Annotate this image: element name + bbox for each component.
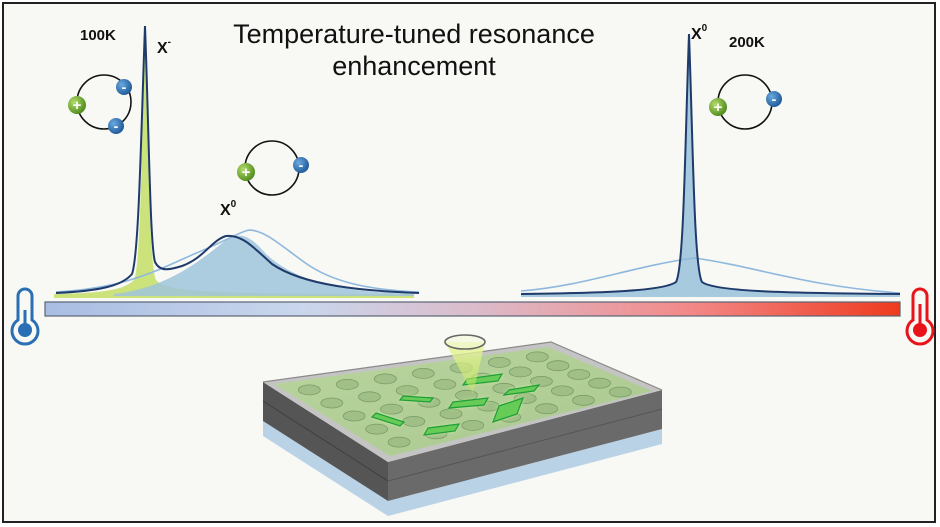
exciton-100k-diagram: + - <box>237 140 309 196</box>
hole-symbol: + <box>73 97 82 114</box>
trion-label-sup: - <box>167 37 172 48</box>
trion-label: X- <box>157 37 172 58</box>
total-200k-curve <box>520 33 901 295</box>
nanohole <box>508 366 532 378</box>
nanohole <box>395 385 419 397</box>
nanohole <box>439 408 463 420</box>
broad-reference-curve <box>55 229 420 293</box>
exciton-100k-fill <box>114 235 414 296</box>
flake <box>502 384 541 396</box>
nanohole <box>567 369 591 380</box>
exciton-200k-label-sup: 0 <box>701 23 708 34</box>
nanohole <box>373 373 397 385</box>
hole-particle <box>709 98 727 116</box>
nanohole <box>320 397 344 409</box>
nanohole <box>358 391 381 403</box>
exciton-200k-label-base: X <box>691 26 702 43</box>
electron-particle <box>293 157 309 173</box>
nanohole <box>551 385 574 397</box>
electron-symbol: - <box>772 91 777 107</box>
spectrum-200k <box>520 33 901 297</box>
hole-symbol: + <box>242 164 251 181</box>
figure-title: Temperature-tuned resonance enhancement <box>204 18 624 82</box>
broad-200k-curve <box>520 257 901 294</box>
metasurface-device <box>262 334 663 516</box>
nanohole <box>525 351 549 363</box>
flake <box>491 397 525 423</box>
electron-particle <box>116 79 132 95</box>
nanohole <box>380 403 404 415</box>
flake <box>370 412 406 427</box>
trion-peak-fill <box>54 28 414 298</box>
nanohole <box>342 410 366 422</box>
nanohole <box>411 367 435 379</box>
spectrum-100k <box>54 25 420 298</box>
electron-particle <box>108 118 124 134</box>
exciton-100k-label-base: X <box>220 202 231 219</box>
flake <box>398 395 435 403</box>
trion-label-base: X <box>157 40 168 57</box>
nanohole <box>572 394 595 406</box>
nanohole <box>433 378 457 390</box>
exciton-label-200k: X0 <box>691 23 708 44</box>
trion-diagram: + - - <box>68 74 132 134</box>
temperature-label-200k: 200K <box>729 34 765 51</box>
total-100k-curve <box>55 25 420 294</box>
exciton-200k-diagram: + - <box>709 74 782 130</box>
temperature-gradient-bar <box>44 301 901 317</box>
nanohole <box>530 375 553 387</box>
nanohole <box>588 377 611 389</box>
nanohole <box>387 436 411 448</box>
exciton-100k-label-sup: 0 <box>230 199 237 210</box>
electron-particle <box>766 91 782 107</box>
nanohole <box>461 419 485 431</box>
substrate-layer <box>263 421 662 516</box>
nanohole <box>546 360 570 372</box>
temperature-label-100k: 100K <box>80 27 116 44</box>
flake <box>447 397 490 409</box>
nanohole <box>335 378 359 390</box>
electron-symbol: - <box>114 118 119 134</box>
title-line-2: enhancement <box>332 51 496 81</box>
thermometer-cold-icon <box>10 287 40 346</box>
hole-symbol: + <box>714 99 723 116</box>
exciton-label-100k: X0 <box>220 199 237 220</box>
flake <box>422 423 461 436</box>
diagram-canvas: + - - + - + - <box>10 25 935 516</box>
nanohole <box>297 384 321 396</box>
nanohole <box>455 389 478 401</box>
flakes <box>370 373 541 436</box>
laser-cone <box>444 334 486 394</box>
hole-particle <box>68 96 86 114</box>
thermometer-hot-icon <box>905 287 935 346</box>
nanohole <box>535 403 558 415</box>
nanohole <box>608 386 632 398</box>
nanohole <box>365 423 389 435</box>
hole-particle <box>237 163 255 181</box>
nanohole <box>402 415 426 427</box>
electron-symbol: - <box>122 79 127 95</box>
electron-symbol: - <box>299 157 304 173</box>
nanohole <box>487 356 511 368</box>
title-line-1: Temperature-tuned resonance <box>233 19 595 49</box>
